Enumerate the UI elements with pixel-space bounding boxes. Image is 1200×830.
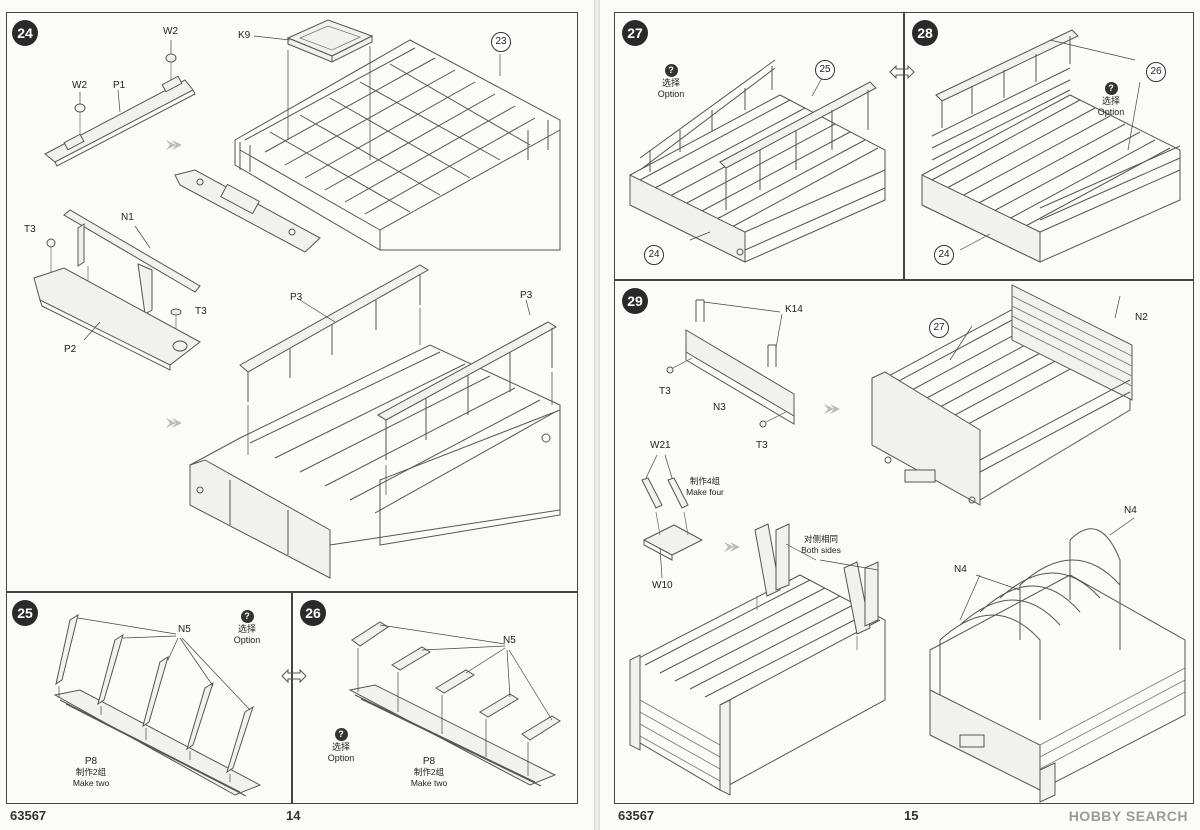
label-t3-right: T3 [195,306,207,317]
right-page: 27 28 29 [600,0,1200,830]
label-n2: N2 [1135,312,1148,323]
left-product-code: 63567 [10,808,47,823]
option-en: Option [233,635,261,645]
step-27-number: 27 [622,20,648,46]
label-w10: W10 [652,580,673,591]
watermark-text: HOBBY SEARCH [1068,808,1188,824]
step-25-frame [6,592,292,804]
right-product-code: 63567 [618,808,655,823]
make-en-step26: Make two [410,778,448,788]
label-n3: N3 [713,402,726,413]
label-w21: W21 [650,440,671,451]
make-en-step25: Make two [72,778,110,788]
option-note-step25: ? 选择 Option [232,610,262,646]
option-en: Option [1097,107,1125,117]
make-note-step29: 制作4组 Make four [680,476,730,498]
label-p3-right: P3 [520,290,533,301]
left-page-number: 14 [286,808,301,823]
ref-step-24-b: 24 [934,245,954,265]
make-cn-step26: 制作2组 [413,767,445,777]
make-en-step29: Make four [686,487,724,497]
label-t3-bottom: T3 [756,440,768,451]
book-gutter [594,0,600,830]
option-note-step27: ? 选择 Option [656,64,686,100]
ref-step-25: 25 [815,60,835,80]
step-28-frame [904,12,1194,280]
label-t3-top: T3 [659,386,671,397]
step-28-number: 28 [912,20,938,46]
step-24-frame [6,12,578,592]
option-question-icon: ? [334,728,348,741]
left-page: 24 [0,0,594,830]
step-24-number: 24 [12,20,38,46]
label-w2-top: W2 [163,26,178,37]
step-24-drawing [33,19,561,579]
label-n5-step25: N5 [178,624,191,635]
make-note-step26: P8 制作2组 Make two [404,756,454,789]
option-cn: 选择 [1101,96,1120,106]
both-sides-note: 对侧相同 Both sides [796,534,846,556]
ref-step-26: 26 [1146,62,1166,82]
right-page-number: 15 [904,808,919,823]
ref-step-27: 27 [929,318,949,338]
step-29-frame [614,280,1194,804]
step-25-number: 25 [12,600,38,626]
label-t3-left: T3 [24,224,36,235]
option-question-icon: ? [240,610,254,623]
label-n4-top: N4 [1124,505,1137,516]
both-cn: 对侧相同 [803,534,838,544]
step-29-number: 29 [622,288,648,314]
label-p2: P2 [64,344,77,355]
step-26-frame [292,592,578,804]
label-p8-step26: P8 [422,756,436,767]
option-note-step26: ? 选择 Option [326,728,356,764]
label-n1: N1 [121,212,134,223]
label-k14: K14 [785,304,803,315]
step-26-number: 26 [300,600,326,626]
both-en: Both sides [801,545,841,555]
ref-step-24-a: 24 [644,245,664,265]
make-cn-step25: 制作2组 [75,767,107,777]
make-cn-step29: 制作4组 [689,476,721,486]
label-p3-left: P3 [290,292,303,303]
label-k9: K9 [238,30,251,41]
ref-step-23: 23 [491,32,511,52]
label-n4-left: N4 [954,564,967,575]
option-question-icon: ? [664,64,678,77]
option-question-icon: ? [1104,82,1118,95]
label-p8-step25: P8 [84,756,98,767]
step-27-28-29-drawing [629,29,1186,803]
option-cn: 选择 [237,624,256,634]
option-en: Option [657,89,685,99]
option-cn: 选择 [331,742,350,752]
label-w2-left: W2 [72,80,87,91]
label-n5-step26: N5 [503,635,516,646]
option-en: Option [327,753,355,763]
label-p1: P1 [113,80,126,91]
option-cn: 选择 [661,78,680,88]
step-25-26-drawing [53,613,561,797]
make-note-step25: P8 制作2组 Make two [66,756,116,789]
step-27-frame [614,12,904,280]
option-note-step28: ? 选择 Option [1096,82,1126,118]
